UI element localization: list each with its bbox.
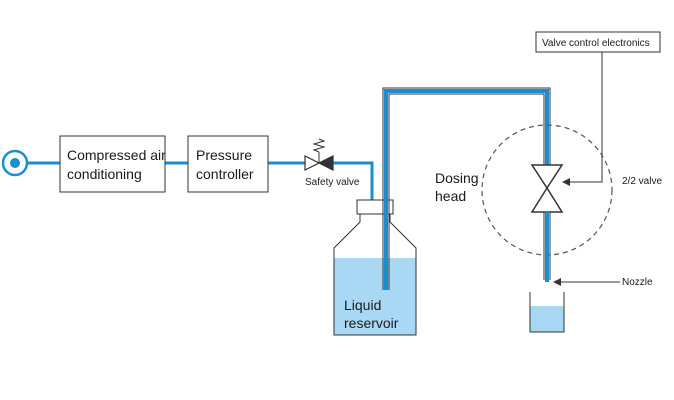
- liquid-reservoir-label-line2: reservoir: [344, 315, 399, 331]
- dosing-head-label-line2: head: [435, 188, 466, 204]
- two-two-valve-label: 2/2 valve: [622, 176, 662, 187]
- pressure-controller-label-line1: Pressure: [196, 147, 252, 163]
- pressure-controller-label-line2: controller: [196, 166, 254, 182]
- dosing-head-label-line1: Dosing: [435, 170, 479, 186]
- nozzle-pointer: [553, 278, 620, 286]
- bowtie-valve-icon: [530, 164, 564, 213]
- liquid-reservoir-bottle: Liquid reservoir: [333, 88, 417, 336]
- pressure-controller-box: Pressure controller: [187, 135, 269, 193]
- nozzle-tube: [543, 212, 551, 282]
- compressed-air-conditioning-box: Compressed air conditioning: [59, 135, 166, 193]
- collection-cup: [529, 292, 565, 333]
- compressed-air-label-line2: conditioning: [67, 166, 142, 182]
- compressed-air-label-line1: Compressed air: [67, 147, 166, 163]
- liquid-supply-line: [382, 87, 551, 290]
- valve-control-electronics-label: Valve control electronics: [542, 38, 650, 49]
- valve-control-electronics-box: Valve control electronics: [535, 31, 661, 186]
- nozzle-label: Nozzle: [622, 277, 653, 288]
- liquid-reservoir-label-line1: Liquid: [344, 297, 381, 313]
- safety-valve-label: Safety valve: [305, 177, 360, 188]
- concentric-circle-icon: [1, 149, 29, 177]
- air-supply-line: [28, 161, 374, 202]
- spring-loaded-valve-icon: [304, 138, 334, 171]
